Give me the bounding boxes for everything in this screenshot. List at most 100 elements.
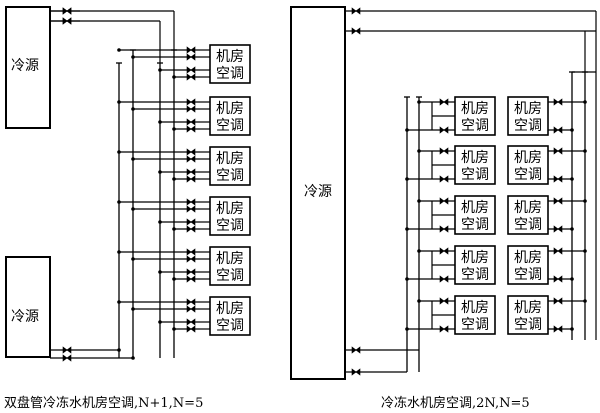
unit-label-line2: 空调	[216, 218, 244, 234]
unit-label-line2: 空调	[216, 318, 244, 334]
unit-label-line2: 空调	[514, 118, 542, 134]
valve-icon	[186, 155, 196, 163]
valve-icon	[186, 46, 196, 54]
unit-label-line2: 空调	[461, 167, 489, 183]
junction-dot	[117, 48, 121, 52]
valve-icon	[62, 17, 72, 25]
junction-dot	[158, 320, 162, 324]
left-chiller-bottom-label: 冷源	[11, 309, 39, 325]
valve-icon	[439, 225, 449, 233]
valve-icon	[186, 305, 196, 313]
unit-label-line2: 空调	[514, 217, 542, 233]
valve-icon	[553, 247, 563, 255]
valve-icon	[439, 126, 449, 134]
unit-label-line1: 机房	[461, 101, 489, 117]
valve-icon	[186, 175, 196, 183]
valve-icon	[553, 175, 563, 183]
junction-dot	[117, 348, 121, 352]
unit-label-line2: 空调	[216, 118, 244, 134]
junction-dot	[405, 327, 409, 331]
left-unit-box	[209, 146, 251, 186]
valve-icon	[186, 325, 196, 333]
junction-dot	[172, 75, 176, 79]
junction-dot	[158, 120, 162, 124]
junction-dot	[131, 107, 135, 111]
junction-dot	[570, 177, 574, 181]
valve-icon	[186, 298, 196, 306]
valve-icon	[186, 268, 196, 276]
unit-label-line1: 机房	[514, 101, 542, 117]
junction-dot	[570, 327, 574, 331]
valve-icon	[186, 98, 196, 106]
left-unit-box	[209, 44, 251, 84]
junction-dot	[158, 270, 162, 274]
junction-dot	[417, 199, 421, 203]
valve-icon	[553, 275, 563, 283]
unit-label-line1: 机房	[216, 251, 244, 267]
unit-label-line2: 空调	[216, 66, 244, 82]
valve-icon	[186, 248, 196, 256]
valve-icon	[186, 118, 196, 126]
valve-icon	[186, 53, 196, 61]
valve-icon	[439, 147, 449, 155]
junction-dot	[417, 149, 421, 153]
unit-label-line1: 机房	[461, 150, 489, 166]
valve-icon	[439, 297, 449, 305]
junction-dot	[172, 277, 176, 281]
junction-dot	[583, 299, 587, 303]
unit-label-line1: 机房	[216, 301, 244, 317]
valve-icon	[439, 247, 449, 255]
left-chiller-bottom	[5, 256, 51, 358]
junction-dot	[583, 199, 587, 203]
valve-icon	[186, 318, 196, 326]
valve-icon	[186, 105, 196, 113]
unit-label-line2: 空调	[514, 167, 542, 183]
unit-label-line2: 空调	[514, 317, 542, 333]
unit-label-line1: 机房	[461, 200, 489, 216]
unit-label-line2: 空调	[461, 317, 489, 333]
valve-icon	[186, 225, 196, 233]
junction-dot	[131, 55, 135, 59]
valve-icon	[62, 7, 72, 15]
junction-dot	[417, 100, 421, 104]
unit-label-line1: 机房	[461, 300, 489, 316]
junction-dot	[417, 249, 421, 253]
junction-dot	[583, 249, 587, 253]
valve-icon	[62, 354, 72, 362]
left-unit-box	[209, 196, 251, 236]
valve-icon	[186, 198, 196, 206]
valve-icon	[553, 126, 563, 134]
unit-label-line1: 机房	[216, 101, 244, 117]
valve-icon	[186, 66, 196, 74]
valve-icon	[351, 27, 361, 35]
left-caption: 双盘管冷冻水机房空调,N+1,N=5	[4, 396, 204, 411]
junction-dot	[405, 177, 409, 181]
junction-dot	[570, 128, 574, 132]
valve-icon	[439, 98, 449, 106]
left-unit-box	[209, 296, 251, 336]
unit-label-line2: 空调	[216, 268, 244, 284]
valve-icon	[186, 255, 196, 263]
valve-icon	[186, 275, 196, 283]
unit-label-line2: 空调	[461, 267, 489, 283]
valve-icon	[186, 218, 196, 226]
right-left-unit-box	[454, 195, 496, 235]
valve-icon	[553, 297, 563, 305]
valve-icon	[186, 73, 196, 81]
valve-icon	[186, 205, 196, 213]
valve-icon	[553, 225, 563, 233]
junction-dot	[417, 299, 421, 303]
valve-icon	[351, 368, 361, 376]
junction-dot	[583, 149, 587, 153]
right-right-unit-box	[507, 295, 549, 335]
right-right-unit-box	[507, 245, 549, 285]
valve-icon	[439, 275, 449, 283]
junction-dot	[172, 127, 176, 131]
junction-dot	[117, 150, 121, 154]
unit-label-line1: 机房	[514, 150, 542, 166]
unit-label-line1: 机房	[514, 200, 542, 216]
junction-dot	[570, 277, 574, 281]
left-chiller-top	[5, 6, 51, 129]
